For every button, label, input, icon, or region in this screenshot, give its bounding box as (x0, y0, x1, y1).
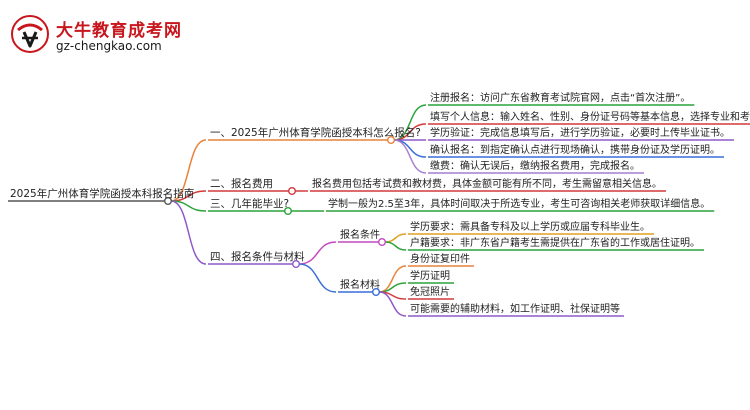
edge-branch-0-leaf-3 (393, 139, 427, 158)
branch-3-sub-0-leaf-0: 学历要求：需具备专科及以上学历或应届专科毕业生。 (410, 220, 650, 233)
branch-3-sub-1-leaf-0: 身份证复印件 (410, 252, 470, 265)
site-logo[interactable]: 大牛教育成考网 gz-chengkao.com (10, 14, 210, 58)
branch-2-label: 三、几年能毕业? (210, 197, 289, 210)
branch-1-label: 二、报名费用 (210, 177, 273, 190)
branch-0-collapse-dot[interactable] (387, 135, 396, 144)
branch-3-sub-1-leaf-1: 学历证明 (410, 269, 450, 282)
site-url: gz-chengkao.com (56, 39, 162, 53)
branch-2-leaf-0: 学制一般为2.5至3年，具体时间取决于所选专业，考生可咨询相关老师获取详细信息。 (328, 197, 710, 210)
edge-branch-3-sub-0-leaf-1 (384, 241, 407, 251)
branch-0-leaf-0: 注册报名：访问广东省教育考试院官网，点击“首次注册”。 (430, 91, 690, 104)
branch-0-label: 一、2025年广州体育学院函授本科怎么报名? (210, 126, 421, 139)
edge-branch-3-sub-1-leaf-3 (378, 291, 407, 317)
edge-branch-3 (170, 200, 207, 265)
branch-3-sub-0-collapse-dot[interactable] (378, 237, 387, 246)
bull-logo-icon (11, 15, 49, 53)
branch-2-collapse-dot[interactable] (284, 206, 293, 215)
branch-3-sub-1-leaf-3: 可能需要的辅助材料，如工作证明、社保证明等 (410, 302, 620, 315)
branch-0-leaf-3: 确认报名：到指定确认点进行现场确认，携带身份证及学历证明。 (430, 143, 720, 156)
branch-3-sub-1-leaf-2: 免冠照片 (410, 285, 450, 298)
edge-branch-0-leaf-4 (393, 139, 427, 174)
edge-branch-2 (170, 200, 207, 212)
branch-0-leaf-2: 学历验证：完成信息填写后，进行学历验证，必要时上传毕业证书。 (430, 126, 730, 139)
site-name: 大牛教育成考网 (56, 21, 182, 41)
branch-3-collapse-dot[interactable] (292, 260, 301, 269)
mindmap-nodes: 2025年广州体育学院函授本科报名指南 一、2025年广州体育学院函授本科怎么报名… (8, 91, 750, 317)
branch-3-sub-0-leaf-1: 户籍要求：非广东省户籍考生需提供在广东省的工作或居住证明。 (410, 236, 700, 249)
branch-3-sub-0-label: 报名条件 (340, 228, 380, 241)
mindmap-edges (170, 104, 427, 317)
branch-1-leaf-0: 报名费用包括考试费和教材费，具体金额可能有所不同，考生需留意相关信息。 (312, 177, 662, 190)
branch-3-sub-1-label: 报名材料 (340, 278, 380, 291)
edge-branch-3-sub-0 (298, 241, 337, 265)
mindmap-root: 2025年广州体育学院函授本科报名指南 (10, 187, 194, 200)
branch-3-sub-1-collapse-dot[interactable] (372, 288, 381, 297)
mindmap-root-collapse-dot[interactable] (163, 196, 172, 205)
edge-branch-3-sub-0-leaf-0 (384, 233, 407, 243)
branch-3-label: 四、报名条件与材料 (210, 250, 305, 263)
edge-branch-3-sub-1 (298, 263, 337, 293)
branch-1-collapse-dot[interactable] (288, 186, 297, 195)
branch-0-leaf-4: 缴费：确认无误后，缴纳报名费用，完成报名。 (430, 159, 640, 172)
branch-0-leaf-1: 填写个人信息：输入姓名、性别、身份证号码等基本信息，选择专业和考试地点。 (430, 110, 750, 123)
edge-branch-0 (170, 139, 207, 202)
